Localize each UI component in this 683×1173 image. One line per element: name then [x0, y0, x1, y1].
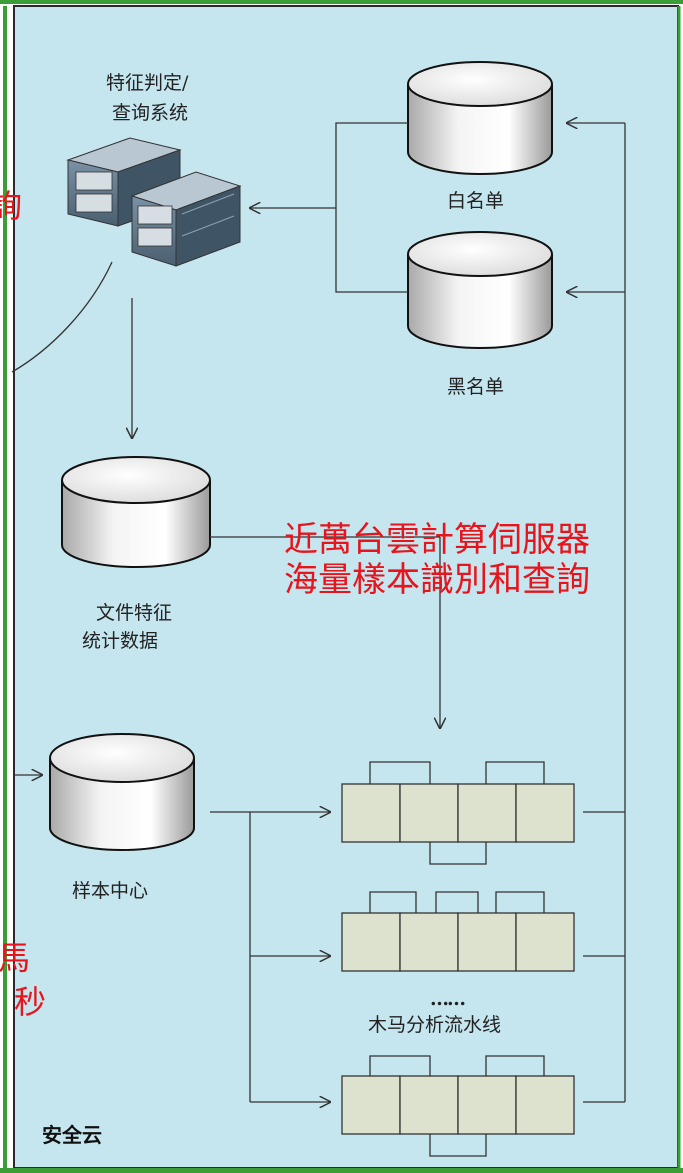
pipeline-queue-3	[341, 1055, 575, 1157]
blacklist-db-icon	[407, 231, 553, 349]
connector-lines	[11, 123, 626, 1102]
whitelist-label: 白名单	[447, 190, 505, 212]
ellipsis-label: ……	[430, 988, 466, 1010]
blacklist-label: 黑名单	[447, 376, 505, 398]
sample-center-db-icon	[49, 733, 195, 851]
overlay-title-line2: 海量樣本識別和查詢	[284, 560, 590, 600]
file-stats-label-line2: 统计数据	[82, 630, 159, 652]
feature-system-label-line2: 查询系统	[112, 102, 189, 124]
file-stats-label-line1: 文件特征	[96, 602, 173, 624]
whitelist-db-icon	[407, 61, 553, 175]
top-border	[0, 0, 683, 4]
pipeline-label: 木马分析流水线	[368, 1014, 502, 1036]
overlay-left-fragment-3: 秒	[13, 983, 46, 1021]
feature-system-label-line1: 特征判定/	[106, 72, 189, 94]
overlay-title-line1: 近萬台雲計算伺服器	[284, 520, 590, 560]
sample-center-label: 样本中心	[72, 880, 149, 902]
overlay-left-fragment-2: 馬	[0, 939, 30, 977]
file-stats-db-icon	[61, 456, 211, 568]
overlay-left-fragment-1: 詢	[0, 187, 22, 225]
server-rack-icon	[66, 137, 242, 267]
bottom-border	[0, 1168, 683, 1173]
pipeline-queue-1	[341, 761, 575, 865]
pipeline-queue-2	[341, 891, 575, 972]
security-cloud-label: 安全云	[42, 1123, 102, 1147]
